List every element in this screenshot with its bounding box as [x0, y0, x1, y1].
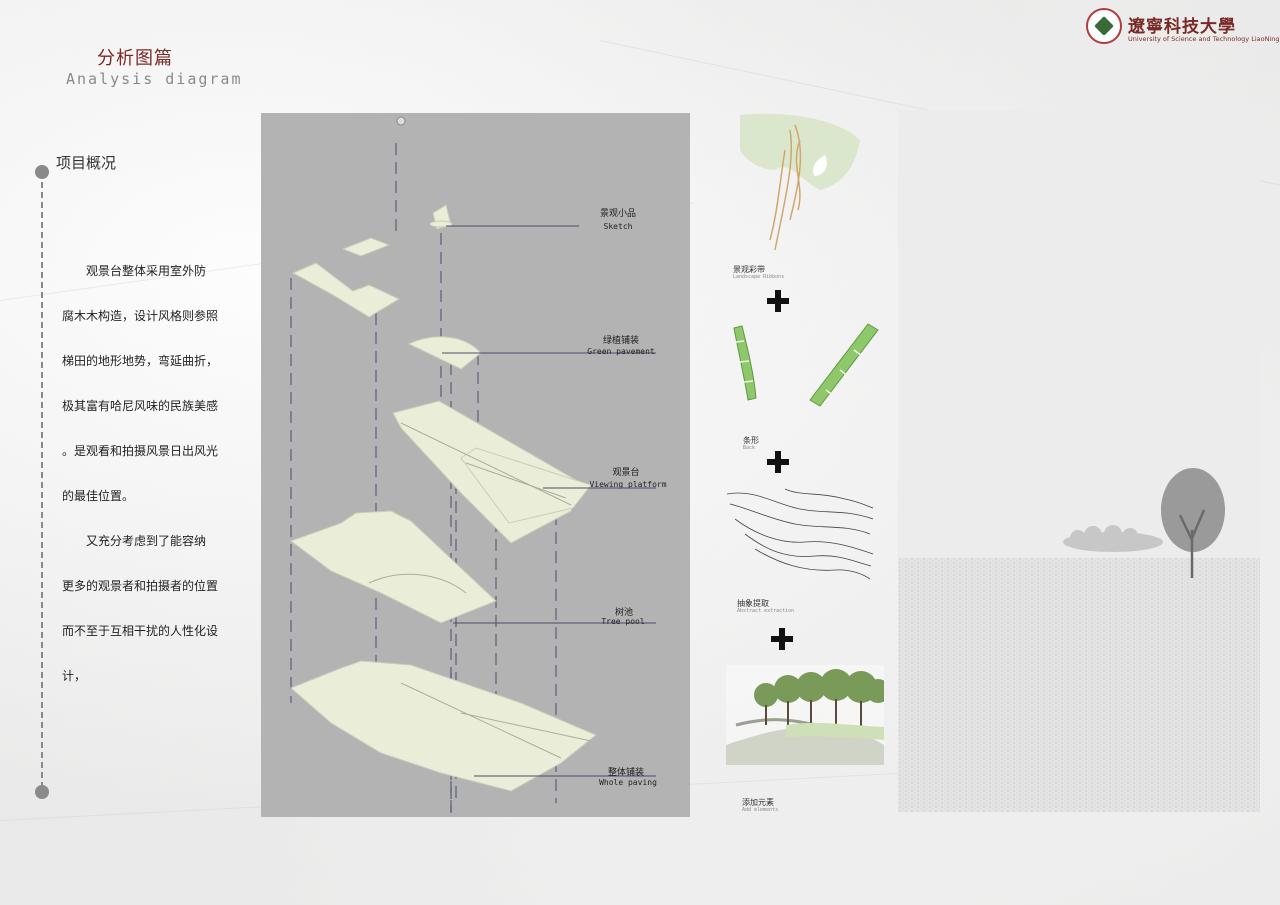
plus-icon — [771, 628, 793, 650]
section-title: 分析图篇 — [97, 44, 173, 70]
element-label-en: Back — [743, 445, 755, 451]
abstract-contour-image — [725, 484, 875, 584]
callout-label-cn: 绿植铺装 — [590, 333, 652, 346]
timeline-line — [41, 172, 43, 792]
overview-title: 项目概况 — [56, 152, 116, 173]
callout-label-cn: 整体铺装 — [598, 765, 654, 778]
university-logo: 遼寧科技大學 University of Science and Technol… — [1086, 8, 1276, 48]
overview-text-line: 又充分考虑到了能容纳 — [62, 532, 234, 549]
element-label-en: Add elements — [742, 807, 778, 813]
element-label-en: Abstract extraction — [737, 608, 794, 614]
timeline-dot-bottom — [35, 785, 49, 799]
overview-text-line: 极其富有哈尼风味的民族美感 — [62, 397, 234, 414]
landscape-ribbon-image — [730, 110, 870, 260]
overview-text-line: 的最佳位置。 — [62, 487, 234, 504]
element-label-en: Landscape Ribbons — [733, 274, 784, 280]
seal-icon — [1086, 8, 1122, 44]
overview-text-line: 观景台整体采用室外防 — [62, 262, 234, 279]
callout-label-en: Viewing platform — [582, 480, 674, 489]
callout-label-en: Green pavement — [576, 347, 666, 356]
overview-text-line: 更多的观景者和拍摄者的位置 — [62, 577, 234, 594]
plus-icon — [767, 451, 789, 473]
callout-label-cn: 景观小品 — [590, 206, 646, 219]
callout-label-en: Tree pool — [590, 617, 656, 626]
logo-name-en: University of Science and Technology Lia… — [1128, 35, 1280, 43]
overview-text-line: 计， — [62, 667, 234, 684]
plus-icon — [767, 290, 789, 312]
callout-label-en: Sketch — [580, 222, 656, 231]
strip-shape-image — [728, 320, 883, 410]
overview-text-line: 而不至于互相干扰的人性化设 — [62, 622, 234, 639]
callout-label-cn: 观景台 — [602, 465, 650, 478]
snowy-field-image — [898, 110, 1260, 812]
callout-label-en: Whole paving — [590, 778, 666, 787]
section-subtitle: Analysis diagram — [66, 70, 243, 88]
logo-name-cn: 遼寧科技大學 — [1128, 12, 1236, 37]
render-add-elements-image — [726, 665, 884, 765]
overview-text-line: 腐木木构造，设计风格则参照 — [62, 307, 234, 324]
timeline-dot-top — [35, 165, 49, 179]
overview-text-line: 。是观看和拍摄风景日出风光 — [62, 442, 234, 459]
overview-text-line: 梯田的地形地势，弯延曲折， — [62, 352, 234, 369]
landscape-photo — [898, 110, 1260, 812]
